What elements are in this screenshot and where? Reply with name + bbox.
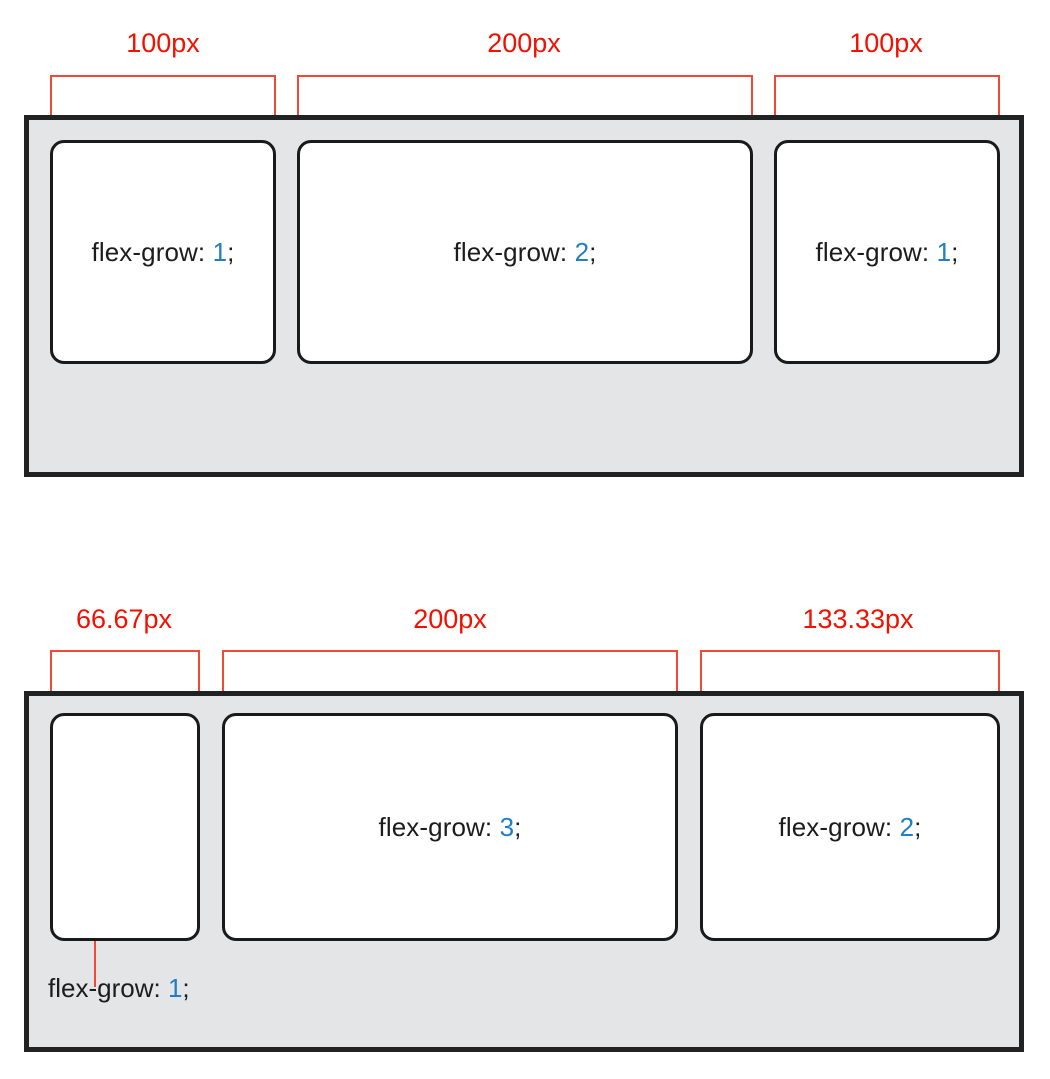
flex-grow-value: 2 [899,811,915,842]
flex-grow-terminator: ; [514,811,522,842]
flex-item-2-3-label: flex-grow: 2; [779,812,922,843]
flex-grow-terminator: ; [589,236,597,267]
flex-grow-property-text: flex-grow: [778,811,893,842]
flex-grow-value: 3 [499,811,515,842]
callout-leader-line [94,941,96,987]
flex-grow-terminator: ; [182,973,190,1003]
flex-grow-property-text: flex-grow: [48,973,161,1003]
measure-label-6667px-left: 66.67px [75,604,173,634]
measure-label-200px-middle: 200px [487,28,561,58]
flex-grow-property-text: flex-grow: [378,811,493,842]
flex-grow-value: 1 [212,236,228,267]
flex-item-1-2: flex-grow: 2; [297,140,753,364]
flex-item-1-1: flex-grow: 1; [50,140,276,364]
diagram-flex-grow-1-3-2: 66.67px 200px 133.33px flex-grow: 3; fle… [0,560,1050,1079]
flex-grow-property-text: flex-grow: [91,236,206,267]
flex-item-2-2-label: flex-grow: 3; [379,812,522,843]
flex-grow-property-text: flex-grow: [453,236,568,267]
measure-label-200px-middle: 200px [413,604,487,634]
flex-item-1-2-label: flex-grow: 2; [454,237,597,268]
flex-item-1-3: flex-grow: 1; [774,140,1000,364]
diagram-flex-grow-1-2-1: 100px 200px 100px flex-grow: 1; flex-gro… [0,0,1050,520]
measure-label-13333px-right: 133.33px [802,604,914,634]
flex-grow-terminator: ; [227,236,235,267]
flex-grow-terminator: ; [914,811,922,842]
flex-item-2-2: flex-grow: 3; [222,713,678,941]
measure-label-100px-left: 100px [126,28,200,58]
flex-item-2-3: flex-grow: 2; [700,713,1000,941]
flex-grow-value: 1 [936,236,952,267]
callout-label-flex-grow-1: flex-grow: 1; [48,973,190,1004]
flex-grow-terminator: ; [951,236,959,267]
flex-grow-value: 1 [167,973,183,1003]
flex-grow-property-text: flex-grow: [815,236,930,267]
flex-item-2-1 [50,713,200,941]
flex-item-1-1-label: flex-grow: 1; [92,237,235,268]
flex-grow-value: 2 [574,236,590,267]
measure-label-100px-right: 100px [849,28,923,58]
flex-item-1-3-label: flex-grow: 1; [816,237,959,268]
